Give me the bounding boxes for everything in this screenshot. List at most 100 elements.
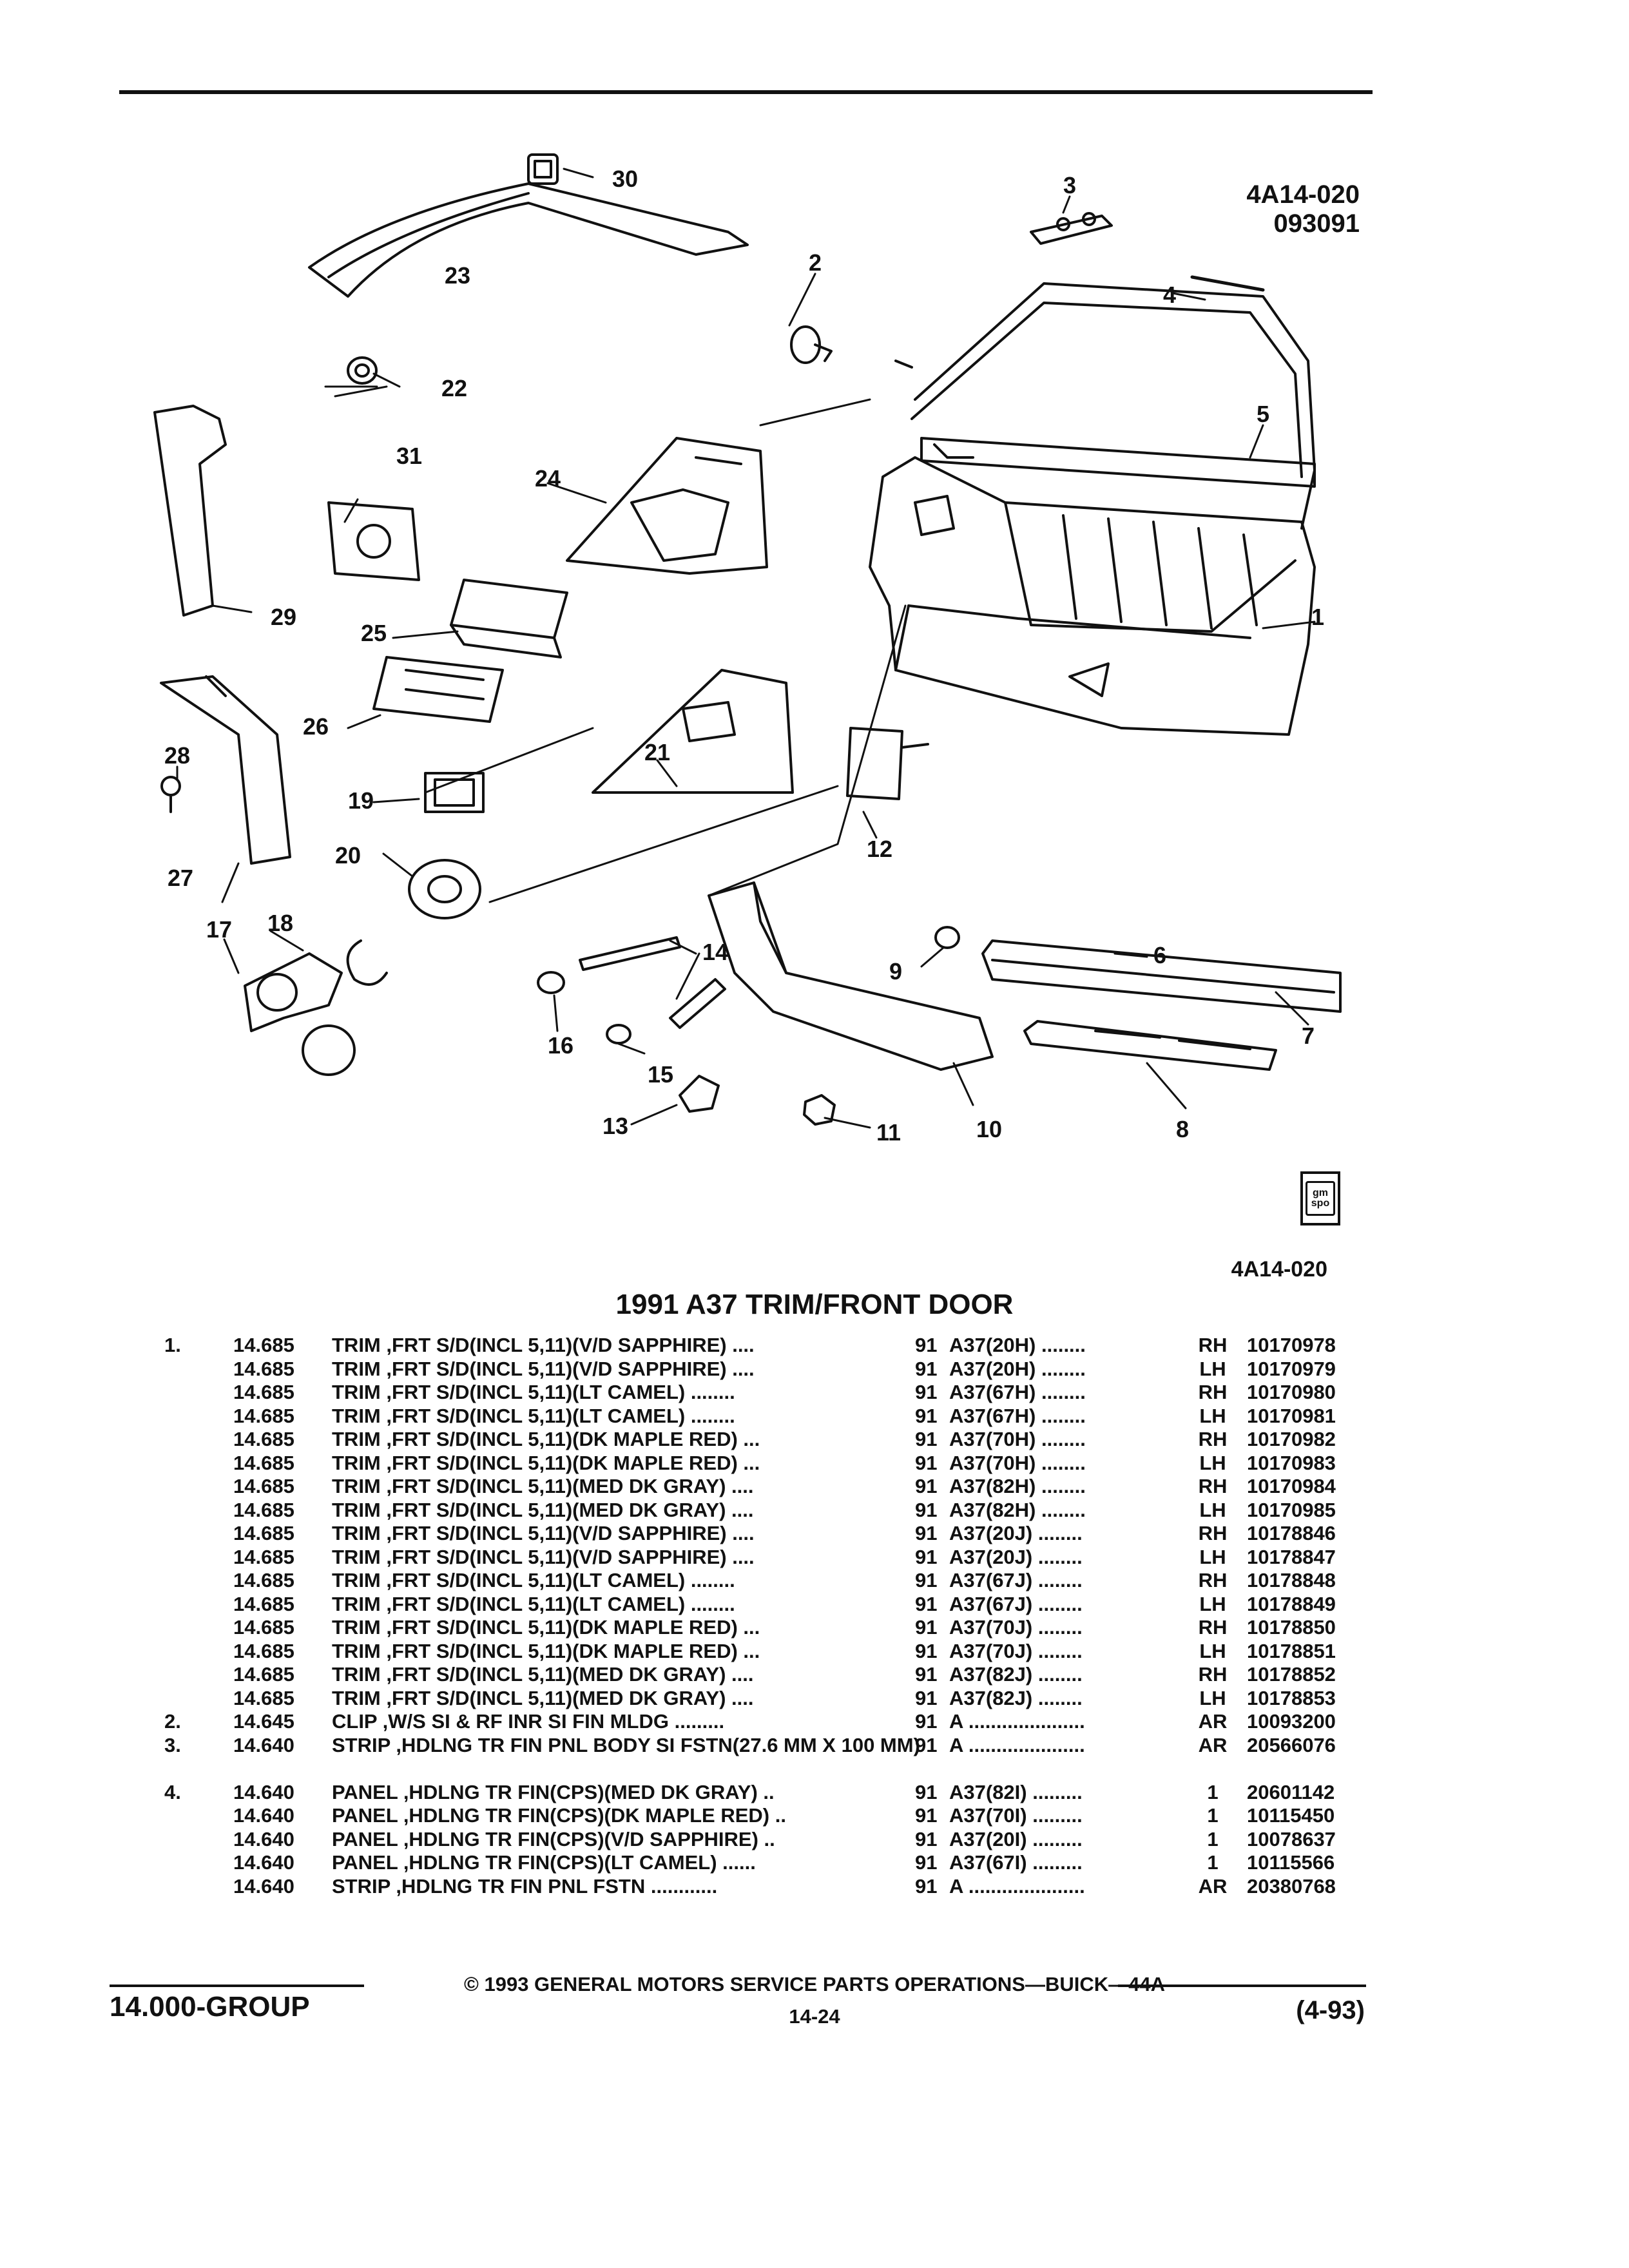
cell-desc: TRIM ,FRT S/D(INCL 5,11)(MED DK GRAY) ..… [332,1475,754,1497]
cell-group: 14.685 [233,1451,294,1474]
cell-side: RH [1198,1428,1228,1450]
callout-4: 4 [1163,282,1176,308]
cell-model: A37(20J) ........ [949,1522,1083,1544]
cell-year: 91 [915,1827,938,1850]
cell-side: LH [1199,1686,1226,1709]
cell-model: A37(20H) ........ [949,1334,1086,1356]
callout-24: 24 [535,465,561,492]
part-21-bezel [592,669,794,794]
cell-part: 10170981 [1247,1404,1336,1427]
cell-model: A37(70I) ......... [949,1804,1083,1827]
cell-group: 14.685 [233,1498,294,1521]
cell-model: A37(67H) ........ [949,1381,1086,1403]
callout-15: 15 [648,1061,673,1088]
cell-part: 20566076 [1247,1733,1336,1756]
cell-group: 14.685 [233,1639,294,1662]
cell-desc: PANEL ,HDLNG TR FIN(CPS)(LT CAMEL) .....… [332,1851,756,1874]
callout-13: 13 [602,1113,628,1139]
cell-side: 1 [1207,1851,1219,1874]
cell-year: 91 [915,1780,938,1803]
cell-model: A37(82H) ........ [949,1498,1086,1521]
figure-date-code: 093091 [1273,209,1360,238]
cell-year: 91 [915,1874,938,1898]
cell-year: 91 [915,1639,938,1662]
cell-desc: TRIM ,FRT S/D(INCL 5,11)(DK MAPLE RED) .… [332,1616,760,1639]
footer-date: (4-93) [1296,1996,1365,2024]
callout-18: 18 [267,910,293,936]
cell-side: 1 [1207,1827,1219,1850]
cell-part: 10178849 [1247,1592,1336,1615]
cell-model: A37(70H) ........ [949,1428,1086,1450]
cell-year: 91 [915,1733,938,1756]
cell-year: 91 [915,1569,938,1591]
cell-group: 14.685 [233,1616,294,1639]
cell-side: LH [1199,1545,1226,1568]
cell-model: A37(70J) ........ [949,1616,1083,1639]
exploded-view-diagram: 1 2 3 4 5 6 7 8 9 10 11 12 13 14 15 16 1… [153,153,1342,1146]
cell-side: RH [1198,1334,1228,1356]
part-19-switch [424,772,485,813]
cell-group: 14.685 [233,1428,294,1450]
cell-model: A37(70J) ........ [949,1639,1083,1662]
footer-page-number: 14-24 [789,2005,840,2028]
callout-7: 7 [1302,1023,1315,1049]
part-4-door-frame [911,275,1316,530]
cell-group: 14.685 [233,1475,294,1497]
cell-side: LH [1199,1357,1226,1380]
cell-group: 14.640 [233,1780,294,1803]
cell-part: 10178850 [1247,1616,1336,1639]
cell-year: 91 [915,1428,938,1450]
part-25-switch [450,579,568,658]
cell-side: AR [1198,1874,1228,1898]
callout-8: 8 [1176,1116,1189,1142]
cell-part: 10115450 [1247,1804,1335,1827]
cell-year: 91 [915,1592,938,1615]
cell-part: 10170979 [1247,1357,1336,1380]
cell-desc: TRIM ,FRT S/D(INCL 5,11)(V/D SAPPHIRE) .… [332,1357,755,1380]
cell-part: 10178851 [1247,1639,1336,1662]
part-27-trim [160,675,291,865]
part-10-armrest [708,881,994,1071]
callout-11: 11 [876,1119,901,1146]
cell-group: 14.685 [233,1545,294,1568]
part-11-nut [803,1094,836,1126]
cell-year: 91 [915,1498,938,1521]
part-28-fastener [160,776,181,813]
table-row: 14.685 TRIM ,FRT S/D(INCL 5,11)(DK MAPLE … [164,1616,1376,1640]
callout-9: 9 [889,958,902,985]
footer-rule-right [1118,1984,1366,1987]
cell-year: 91 [915,1710,938,1733]
cell-desc: TRIM ,FRT S/D(INCL 5,11)(V/D SAPPHIRE) .… [332,1334,755,1356]
callout-21: 21 [644,739,670,765]
cell-year: 91 [915,1663,938,1686]
part-17-handle [244,952,356,1076]
cell-year: 91 [915,1334,938,1356]
part-30-clip [527,153,559,185]
figure-code-bottom: 4A14-020 [1231,1257,1327,1282]
part-31-grille [327,501,420,581]
cell-group: 14.685 [233,1569,294,1591]
part-2-clip [790,325,913,369]
cell-side: AR [1198,1710,1228,1733]
callout-28: 28 [164,742,190,769]
cell-side: RH [1198,1522,1228,1544]
cell-year: 91 [915,1381,938,1403]
cell-key: 3. [164,1733,181,1756]
cell-desc: TRIM ,FRT S/D(INCL 5,11)(LT CAMEL) .....… [332,1381,735,1403]
callout-17: 17 [206,916,232,943]
part-12-module [846,727,929,800]
cell-part: 10170980 [1247,1381,1336,1403]
part-22-grommet [347,356,378,385]
cell-side: RH [1198,1663,1228,1686]
part-26-switch [372,656,504,723]
